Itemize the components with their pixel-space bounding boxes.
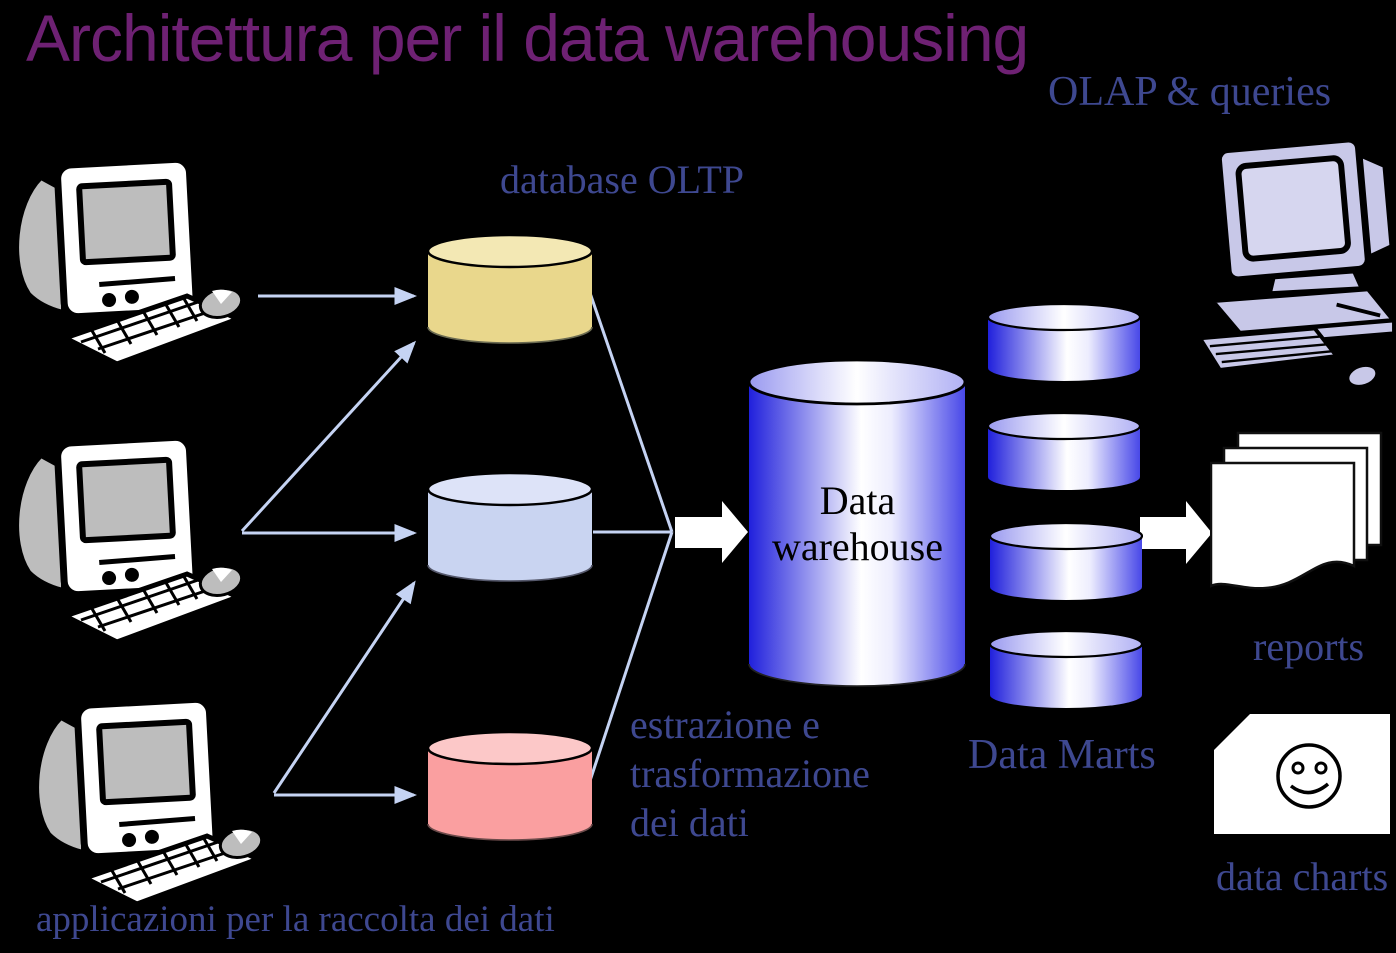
data-mart-cylinder <box>986 411 1142 490</box>
line-oltp-to-merge <box>587 289 674 533</box>
cylinder-body <box>749 382 965 686</box>
smiley-chart-page-icon <box>1214 714 1390 834</box>
arrow-pc3-to-staging <box>272 580 416 794</box>
monitor-screen <box>76 178 176 266</box>
database-cylinder-blue <box>426 471 594 582</box>
label-olap-queries: OLAP & queries <box>1048 69 1332 115</box>
label-estrazione-trasformazione: estrazione e trasformazione dei dati <box>630 702 870 845</box>
cylinder-top <box>747 358 967 406</box>
data-marts-cylinders <box>986 302 1143 708</box>
crt-back-fin <box>15 175 65 315</box>
olap-computer-icon <box>1198 138 1396 388</box>
data-warehouse-cylinder <box>747 358 967 687</box>
crt-back-fin <box>35 715 85 855</box>
mouse <box>1346 363 1379 388</box>
crt-back-fin <box>15 453 65 593</box>
cylinder-top <box>426 233 594 269</box>
data-mart-cylinder <box>988 629 1143 708</box>
smiley-face <box>1276 743 1342 809</box>
page-title: Architettura per il data warehousing <box>26 1 1029 75</box>
cylinder-top <box>426 730 594 766</box>
cylinder-body <box>428 748 592 840</box>
label-database-oltp: database OLTP <box>500 157 745 202</box>
database-cylinder-yellow <box>426 233 594 344</box>
monitor-screen <box>1235 155 1351 262</box>
data-mart-cylinder <box>988 521 1143 600</box>
cylinder-body <box>428 489 592 581</box>
block-arrow-marts-to-reports <box>1140 501 1212 564</box>
block-arrow-etl-to-warehouse <box>675 501 748 563</box>
monitor-screen <box>96 718 196 806</box>
data-warehouse-label: Data warehouse <box>771 478 944 569</box>
data-mart-cylinder <box>986 302 1142 381</box>
line-raw-to-merge <box>584 531 674 794</box>
reports-pages-icon <box>1210 431 1383 590</box>
database-cylinder-pink <box>426 730 594 841</box>
label-data-charts: data charts <box>1216 854 1389 899</box>
monitor-screen <box>76 456 176 544</box>
label-applicazioni-raccolta: applicazioni per la raccolta dei dati <box>36 899 555 940</box>
page-front <box>1210 461 1356 590</box>
arrow-pc2-to-oltp <box>240 340 417 533</box>
label-reports: reports <box>1253 624 1365 669</box>
cylinder-body <box>428 251 592 343</box>
workstation-computer-icon <box>35 695 265 906</box>
cylinder-top <box>426 471 594 507</box>
workstation-computer-icon <box>15 155 245 366</box>
workstation-computer-icon <box>15 433 245 644</box>
label-data-marts: Data Marts <box>968 732 1156 778</box>
